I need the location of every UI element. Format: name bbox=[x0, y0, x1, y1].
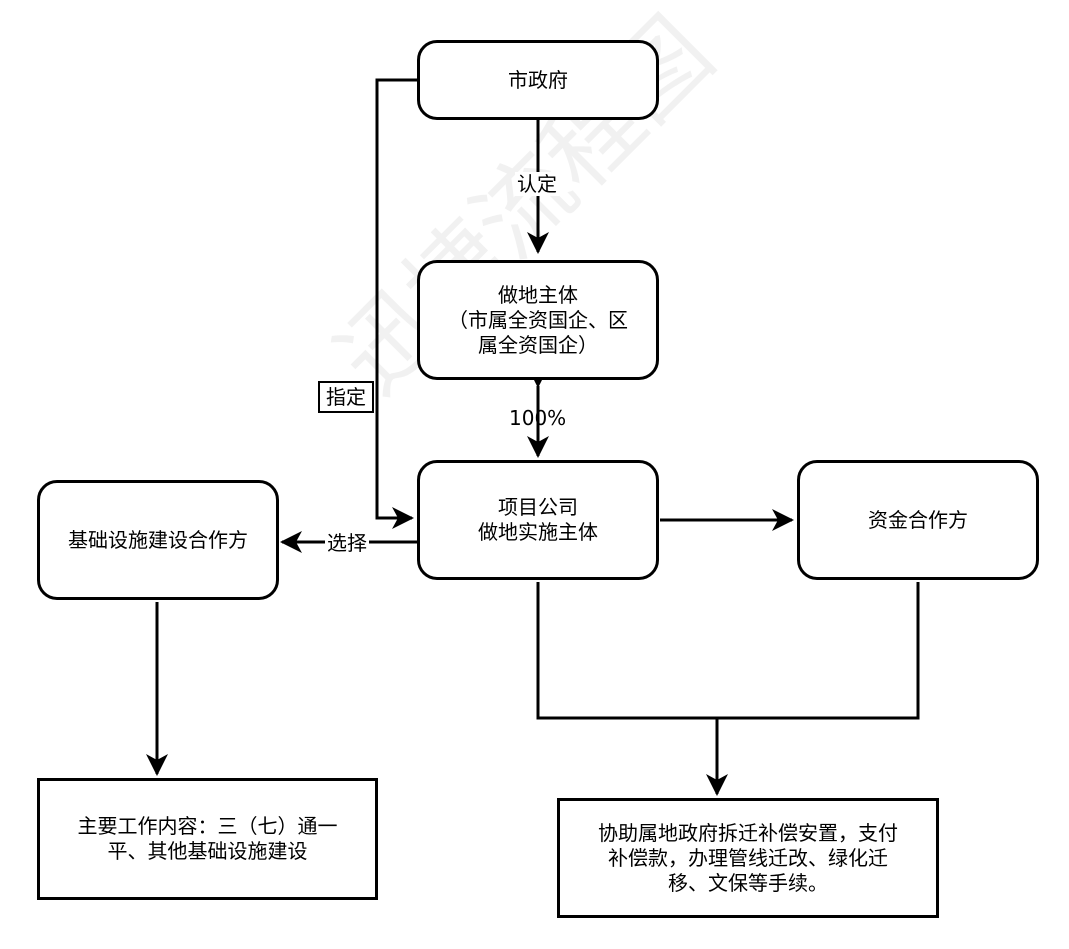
node-land-entity-label: 做地主体 （市属全资国企、区 属全资国企） bbox=[448, 282, 628, 357]
edge-label-confirm: 认定 bbox=[515, 172, 559, 196]
edge-label-select: 选择 bbox=[325, 531, 369, 555]
node-project-company: 项目公司 做地实施主体 bbox=[417, 460, 659, 580]
node-city-government: 市政府 bbox=[417, 40, 659, 120]
edge-label-hundred-percent: 100% bbox=[509, 406, 567, 430]
edge-designate bbox=[375, 78, 417, 529]
edge-merge bbox=[536, 582, 920, 720]
node-main-work: 主要工作内容：三（七）通一 平、其他基础设施建设 bbox=[37, 778, 378, 900]
node-land-entity: 做地主体 （市属全资国企、区 属全资国企） bbox=[417, 260, 659, 380]
node-infra-partner: 基础设施建设合作方 bbox=[37, 480, 279, 600]
node-capital-partner-label: 资金合作方 bbox=[868, 507, 968, 532]
node-city-government-label: 市政府 bbox=[508, 67, 568, 92]
node-infra-partner-label: 基础设施建设合作方 bbox=[68, 527, 248, 552]
node-main-work-label: 主要工作内容：三（七）通一 平、其他基础设施建设 bbox=[77, 814, 338, 863]
node-capital-partner: 资金合作方 bbox=[797, 460, 1039, 580]
node-assist-tasks-label: 协助属地政府拆迁补偿安置，支付 补偿款，办理管线迁改、绿化迁 移、文保等手续。 bbox=[598, 820, 898, 895]
node-project-company-label: 项目公司 做地实施主体 bbox=[478, 495, 598, 544]
edge-label-designate: 指定 bbox=[318, 381, 374, 413]
node-assist-tasks: 协助属地政府拆迁补偿安置，支付 补偿款，办理管线迁改、绿化迁 移、文保等手续。 bbox=[557, 798, 939, 918]
